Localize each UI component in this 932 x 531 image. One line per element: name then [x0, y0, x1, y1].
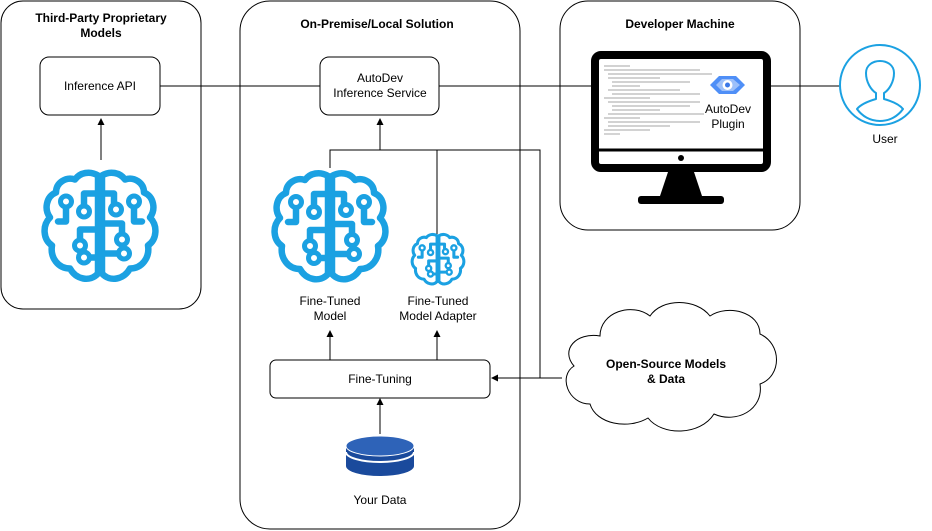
- open-source-cloud-shape: [565, 302, 777, 432]
- autodev-inference-service-box: [319, 56, 440, 116]
- autodev-service-line2: Inference Service: [333, 86, 427, 100]
- fine-tuning-box: [269, 359, 491, 399]
- database-icon: [345, 435, 415, 476]
- model-bus-line: [329, 149, 541, 378]
- fine-tuned-model-line2: Model: [314, 309, 347, 323]
- third-party-title-line1: Third-Party Proprietary: [35, 11, 167, 25]
- inference-api-label: Inference API: [64, 79, 136, 93]
- third-party-title-line2: Models: [80, 26, 122, 40]
- autodev-plugin-line1: AutoDev: [705, 102, 751, 116]
- autodev-service-line1: AutoDev: [357, 71, 403, 85]
- inference-api-box: [39, 56, 161, 116]
- open-source-line2: & Data: [647, 372, 685, 386]
- open-source-line1: Open-Source Models: [606, 357, 726, 371]
- developer-machine-title: Developer Machine: [625, 17, 735, 31]
- plugin-logo-icon: [710, 76, 745, 94]
- autodev-plugin-line2: Plugin: [711, 117, 744, 131]
- fine-tuned-model-line1: Fine-Tuned: [300, 294, 361, 308]
- on-premise-title: On-Premise/Local Solution: [300, 17, 453, 31]
- fine-tuned-adapter-line1: Fine-Tuned: [408, 294, 469, 308]
- fine-tuning-label: Fine-Tuning: [348, 372, 412, 386]
- user-label: User: [872, 132, 897, 146]
- your-data-label: Your Data: [354, 493, 407, 507]
- user-icon: [839, 44, 921, 126]
- fine-tuned-adapter-line2: Model Adapter: [399, 309, 476, 323]
